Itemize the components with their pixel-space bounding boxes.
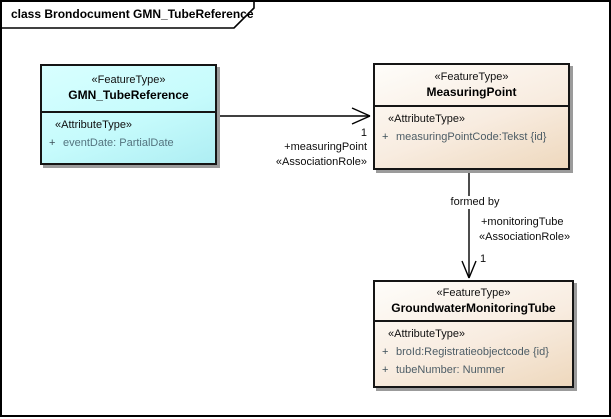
open-arrowhead-down-icon — [461, 260, 477, 279]
attributes-compartment: «AttributeType» + eventDate: PartialDate — [42, 113, 215, 150]
class-groundwatermonitoringtube[interactable]: «FeatureType» GroundwaterMonitoringTube … — [373, 280, 574, 388]
association-name[interactable]: formed by — [434, 196, 516, 209]
class-header: «FeatureType» MeasuringPoint — [375, 65, 568, 105]
attribute-row[interactable]: + measuringPointCode:Tekst {id} — [375, 131, 568, 144]
association-role-stereotype: «AssociationRole» — [479, 231, 571, 243]
attribute-stereotype: «AttributeType» — [388, 328, 466, 340]
class-stereotype: «FeatureType» — [436, 286, 511, 299]
visibility-symbol: + — [49, 137, 56, 149]
class-header: «FeatureType» GMN_TubeReference — [42, 66, 215, 111]
compartment-divider — [375, 105, 568, 107]
class-stereotype: «FeatureType» — [434, 70, 509, 83]
attribute-stereotype: «AttributeType» — [388, 113, 466, 125]
title-tab-outline — [2, 2, 255, 29]
attribute-row[interactable]: + tubeNumber: Nummer — [375, 364, 572, 377]
open-arrowhead-right-icon — [351, 107, 371, 125]
association-measuring-point[interactable] — [217, 107, 371, 125]
attributes-compartment: «AttributeType» + broId:Registratieobjec… — [375, 322, 572, 377]
class-gmn-tubereference[interactable]: «FeatureType» GMN_TubeReference «Attribu… — [40, 64, 217, 165]
visibility-symbol: + — [382, 346, 389, 358]
class-name: GMN_TubeReference — [68, 88, 189, 102]
attribute-text: measuringPointCode:Tekst {id} — [396, 131, 547, 143]
attribute-text: broId:Registratieobjectcode {id} — [396, 346, 549, 358]
class-measuringpoint[interactable]: «FeatureType» MeasuringPoint «AttributeT… — [373, 63, 570, 170]
association-monitoring-tube[interactable] — [461, 170, 477, 279]
class-header: «FeatureType» GroundwaterMonitoringTube — [375, 282, 572, 320]
class-name: MeasuringPoint — [426, 84, 517, 99]
attribute-text: tubeNumber: Nummer — [396, 364, 505, 376]
attribute-row[interactable]: + eventDate: PartialDate — [42, 137, 215, 150]
visibility-symbol: + — [382, 131, 389, 143]
association-target-role[interactable]: +measuringPoint — [284, 141, 367, 153]
visibility-symbol: + — [382, 364, 389, 376]
association-target-multiplicity[interactable]: 1 — [360, 127, 367, 139]
attribute-row[interactable]: + broId:Registratieobjectcode {id} — [375, 346, 572, 359]
association-target-role[interactable]: +monitoringTube — [481, 216, 564, 228]
attribute-stereotype: «AttributeType» — [55, 119, 133, 131]
attribute-text: eventDate: PartialDate — [63, 137, 174, 149]
association-role-stereotype: «AssociationRole» — [275, 156, 367, 168]
class-stereotype: «FeatureType» — [91, 74, 166, 86]
compartment-divider — [42, 111, 215, 113]
attributes-compartment: «AttributeType» + measuringPointCode:Tek… — [375, 107, 568, 144]
diagram-title: class Brondocument GMN_TubeReference — [11, 7, 254, 21]
class-name: GroundwaterMonitoringTube — [391, 300, 556, 315]
association-target-multiplicity[interactable]: 1 — [480, 253, 487, 265]
compartment-divider — [375, 320, 572, 322]
